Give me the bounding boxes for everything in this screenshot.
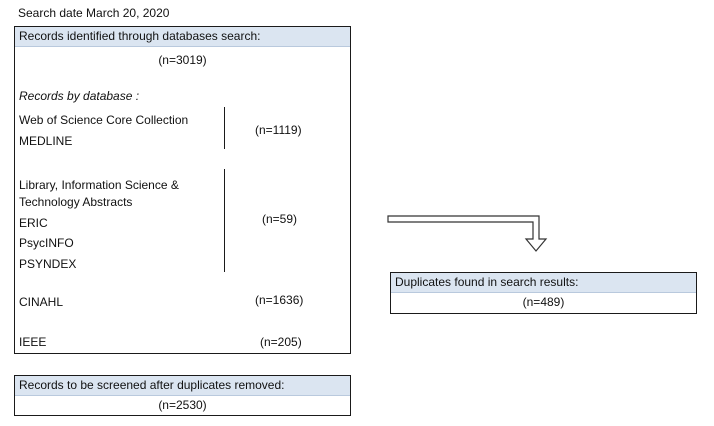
screened-box: Records to be screened after duplicates … [14, 375, 351, 416]
duplicates-box: Duplicates found in search results: (n=4… [390, 272, 697, 314]
arrow-connector [387, 215, 548, 252]
database-eric: ERIC [19, 216, 48, 230]
database-psycinfo: PsycINFO [19, 236, 74, 250]
database-cinahl: CINAHL [19, 295, 64, 309]
group-divider-1 [224, 107, 225, 149]
identified-records-box: Records identified through databases sea… [14, 26, 351, 354]
identified-records-header: Records identified through databases sea… [15, 27, 350, 47]
arrow-shape [387, 215, 548, 252]
database-ieee: IEEE [19, 335, 47, 349]
screened-count: (n=2530) [158, 398, 207, 412]
database-lista-line1: Library, Information Science & [19, 178, 179, 192]
database-psyndex: PSYNDEX [19, 257, 77, 271]
database-medline: MEDLINE [19, 134, 73, 148]
group-count-2: (n=59) [262, 212, 298, 226]
identified-records-count: (n=3019) [158, 53, 207, 67]
search-date: Search date March 20, 2020 [18, 6, 170, 20]
duplicates-count: (n=489) [522, 295, 565, 309]
group-count-1: (n=1119) [255, 123, 302, 137]
screened-header: Records to be screened after duplicates … [15, 376, 350, 396]
group-count-3: (n=1636) [255, 293, 304, 307]
group-count-4: (n=205) [260, 335, 302, 349]
database-lista-line2: Technology Abstracts [19, 195, 133, 209]
records-by-database-label: Records by database : [19, 89, 140, 103]
duplicates-header: Duplicates found in search results: [391, 273, 696, 293]
database-web-of-science: Web of Science Core Collection [19, 113, 189, 127]
group-divider-2 [224, 169, 225, 272]
